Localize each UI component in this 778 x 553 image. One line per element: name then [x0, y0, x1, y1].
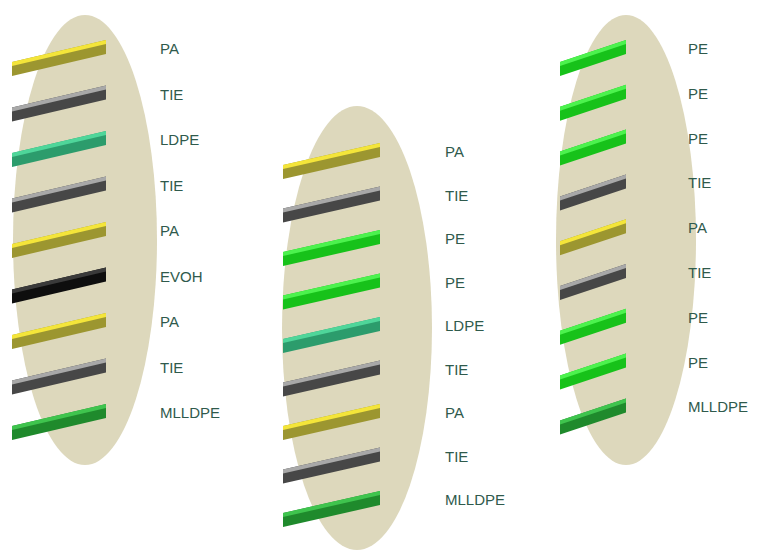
- layer-slab: [12, 131, 106, 157]
- layer-slab: [283, 230, 380, 256]
- layer-label: TIE: [688, 264, 711, 282]
- layer-slab: [283, 404, 380, 440]
- layer-label: PE: [688, 40, 708, 58]
- layer-label: LDPE: [445, 317, 484, 335]
- layer-label: EVOH: [160, 268, 203, 286]
- layer-slab: [560, 130, 626, 166]
- film-ellipse: [282, 106, 432, 550]
- layer-label: PE: [688, 130, 708, 148]
- layer-slab: [12, 40, 106, 66]
- layer-slab: [560, 174, 626, 210]
- layer-label: MLLDPE: [445, 491, 505, 509]
- layer-label: LDPE: [160, 131, 199, 149]
- layer-slab: [12, 177, 106, 213]
- layer-label: TIE: [445, 448, 468, 466]
- layer-slab: [283, 361, 380, 397]
- layer-slab: [12, 131, 106, 167]
- layer-slab: [283, 361, 380, 387]
- layer-slab: [12, 222, 106, 248]
- layer-slab: [560, 130, 626, 156]
- layer-slab: [12, 404, 106, 440]
- layer-slab: [12, 86, 106, 122]
- layer-slab: [283, 274, 380, 310]
- layer-label: PA: [160, 313, 179, 331]
- layer-label: TIE: [160, 359, 183, 377]
- layer-label: PE: [445, 230, 465, 248]
- layer-slab: [560, 85, 626, 111]
- layer-slab: [283, 187, 380, 223]
- layer-slab: [560, 85, 626, 121]
- layer-slab: [560, 309, 626, 335]
- layer-slab: [560, 174, 626, 200]
- layer-slab: [560, 309, 626, 345]
- layer-slab: [12, 268, 106, 304]
- layer-label: MLLDPE: [160, 404, 220, 422]
- layer-label: TIE: [160, 86, 183, 104]
- layer-slab: [560, 354, 626, 390]
- layer-slab: [283, 317, 380, 343]
- layer-slab: [283, 448, 380, 474]
- layer-slab: [560, 40, 626, 66]
- layer-label: PE: [688, 85, 708, 103]
- layer-slab: [12, 177, 106, 203]
- layer-label: PA: [445, 143, 464, 161]
- layer-slab: [283, 491, 380, 517]
- layer-slab: [12, 86, 106, 112]
- layer-label: PE: [688, 309, 708, 327]
- layer-label: PA: [445, 404, 464, 422]
- layer-slab: [283, 317, 380, 353]
- layer-slab: [283, 274, 380, 300]
- layer-label: TIE: [688, 174, 711, 192]
- layer-slab: [283, 404, 380, 430]
- film-ellipse: [556, 15, 696, 465]
- layer-label: TIE: [160, 177, 183, 195]
- layer-slab: [12, 40, 106, 76]
- layer-slab: [283, 491, 380, 527]
- layer-slab: [560, 398, 626, 424]
- layer-label: PE: [688, 354, 708, 372]
- layer-slab: [283, 143, 380, 179]
- layer-slab: [12, 268, 106, 294]
- layer-slab: [283, 143, 380, 169]
- layer-label: MLLDPE: [688, 398, 748, 416]
- layer-label: TIE: [445, 361, 468, 379]
- layer-label: PA: [160, 40, 179, 58]
- layer-slab: [560, 354, 626, 380]
- layer-label: TIE: [445, 187, 468, 205]
- layer-label: PA: [688, 219, 707, 237]
- layer-slab: [560, 264, 626, 290]
- layer-slab: [560, 219, 626, 255]
- film-ellipse: [13, 15, 157, 465]
- layer-slab: [560, 264, 626, 300]
- layer-slab: [12, 222, 106, 258]
- layer-slab: [560, 219, 626, 245]
- layer-slab: [283, 230, 380, 266]
- layer-label: PA: [160, 222, 179, 240]
- layer-slab: [283, 448, 380, 484]
- layer-label: PE: [445, 274, 465, 292]
- layer-slab: [12, 359, 106, 385]
- layer-slab: [12, 359, 106, 395]
- layer-slab: [12, 313, 106, 349]
- layer-slab: [560, 40, 626, 76]
- layer-slab: [12, 313, 106, 339]
- layer-slab: [560, 398, 626, 434]
- layer-slab: [283, 187, 380, 213]
- layer-slab: [12, 404, 106, 430]
